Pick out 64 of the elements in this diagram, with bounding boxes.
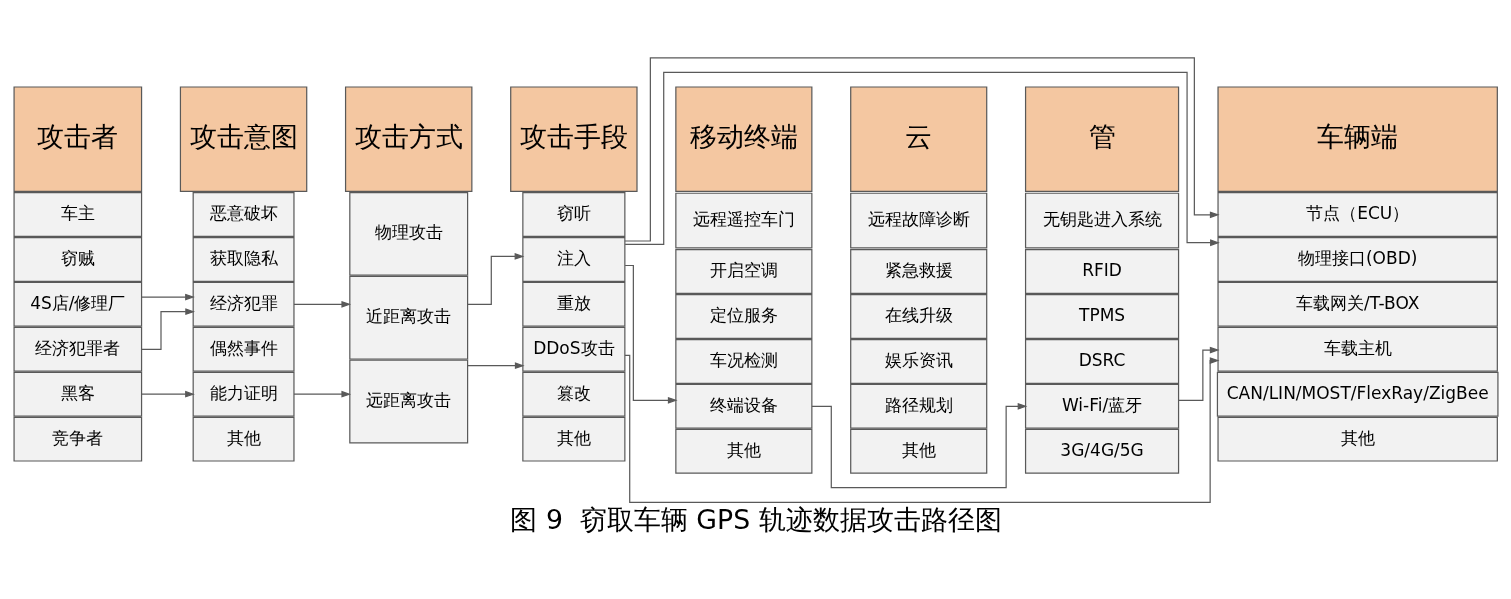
node-box: 偶然事件 xyxy=(192,326,295,372)
node-box: DDoS攻击 xyxy=(521,326,625,372)
node-box: 在线升级 xyxy=(849,294,987,339)
arrow xyxy=(1177,346,1220,401)
node-box: 窃听 xyxy=(521,192,625,237)
node-box: RFID xyxy=(1024,249,1179,295)
node-box: 获取隐私 xyxy=(192,236,295,282)
node-box: 其他 xyxy=(674,428,812,474)
node-box: 注入 xyxy=(521,236,625,282)
node-box: DSRC xyxy=(1024,338,1179,384)
node-box: 黑客 xyxy=(12,371,142,417)
node-box: 经济犯罪 xyxy=(192,281,295,327)
node-box: 节点（ECU） xyxy=(1216,192,1498,237)
node-box: 攻击手段 xyxy=(509,86,638,193)
node-box: 车载网关/T-BOX xyxy=(1216,281,1498,327)
node-box: 其他 xyxy=(192,416,295,462)
arrow xyxy=(292,390,351,398)
arrow xyxy=(140,390,195,398)
arrow xyxy=(624,264,678,404)
node-box: 娱乐资讯 xyxy=(849,338,987,384)
node-box: 攻击者 xyxy=(12,86,142,193)
node-box: 其他 xyxy=(1216,416,1498,462)
arrow xyxy=(140,293,195,301)
node-box: 攻击意图 xyxy=(179,86,307,193)
node-box: 近距离攻击 xyxy=(348,275,468,360)
node-box: 无钥匙进入系统 xyxy=(1024,192,1179,249)
arrow xyxy=(623,354,1219,503)
node-box: 攻击方式 xyxy=(344,86,472,193)
node-box: 4S店/修理厂 xyxy=(12,281,142,327)
node-box: 定位服务 xyxy=(674,294,812,339)
node-box: 车载主机 xyxy=(1216,326,1498,372)
node-box: 其他 xyxy=(849,428,987,474)
node-box: 能力证明 xyxy=(192,371,295,417)
node-box: 其他 xyxy=(521,416,625,462)
node-box: 远距离攻击 xyxy=(348,359,468,444)
node-box: TPMS xyxy=(1024,294,1179,339)
node-box: 物理接口(OBD) xyxy=(1216,236,1498,282)
node-box: 紧急救援 xyxy=(849,249,987,295)
node-box: 管 xyxy=(1024,86,1179,193)
caption: 图 9 窃取车辆 GPS 轨迹数据攻击路径图 xyxy=(509,503,1002,535)
arrow xyxy=(810,402,1027,489)
node-box: 车辆端 xyxy=(1216,86,1498,193)
node-box: 竞争者 xyxy=(12,416,142,462)
node-box: CAN/LIN/MOST/FlexRay/ZigBee xyxy=(1216,371,1499,417)
arrow xyxy=(292,300,351,308)
node-box: 篡改 xyxy=(521,371,625,417)
node-box: 路径规划 xyxy=(849,383,987,429)
node-box: 恶意破坏 xyxy=(192,192,295,237)
arrow xyxy=(466,253,524,305)
node-box: 终端设备 xyxy=(674,383,812,429)
node-box: 远程故障诊断 xyxy=(849,192,987,249)
arrow xyxy=(466,362,525,370)
node-box: 云 xyxy=(849,86,987,193)
node-box: 重放 xyxy=(521,281,625,327)
node-box: Wi-Fi/蓝牙 xyxy=(1024,383,1179,429)
node-box: 窃贼 xyxy=(12,236,142,282)
node-box: 车主 xyxy=(12,192,142,237)
node-box: 移动终端 xyxy=(674,86,812,193)
node-box: 3G/4G/5G xyxy=(1024,428,1179,474)
node-box: 物理攻击 xyxy=(348,192,468,276)
node-box: 经济犯罪者 xyxy=(12,326,142,372)
node-box: 远程遥控车门 xyxy=(674,192,812,249)
node-box: 开启空调 xyxy=(674,249,812,295)
node-box: 车况检测 xyxy=(674,338,812,384)
